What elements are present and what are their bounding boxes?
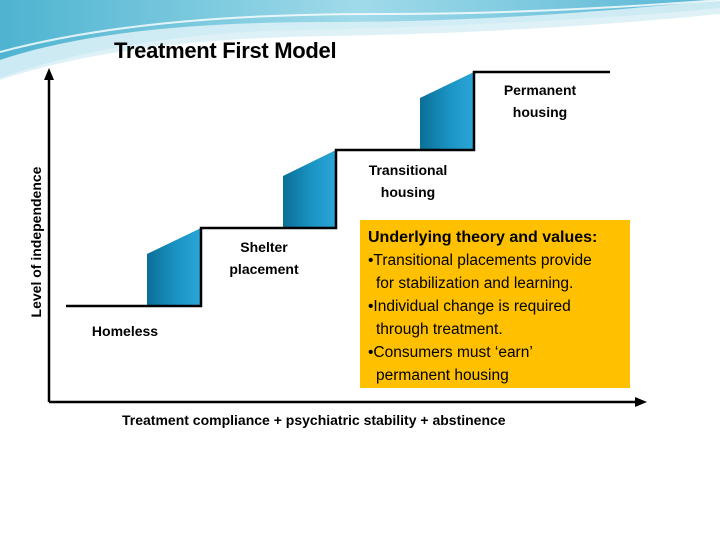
x-axis-arrowhead	[635, 397, 647, 407]
step-riser-2	[283, 150, 336, 228]
theory-heading: Underlying theory and values:	[368, 229, 598, 246]
x-axis-label: Treatment compliance + psychiatric stabi…	[122, 412, 506, 428]
slide-title: Treatment First Model	[114, 38, 337, 63]
y-axis-label: Level of independence	[28, 166, 44, 318]
step-riser-1	[147, 228, 201, 306]
step-label-homeless: Homeless	[91, 323, 159, 339]
theory-bullet: •Transitional placements provide for sta…	[368, 252, 592, 292]
staircase-line	[66, 70, 610, 308]
theory-box: Underlying theory and values: •Transitio…	[360, 220, 630, 388]
step-riser-3	[420, 72, 474, 150]
theory-bullet: •Individual change is required through t…	[368, 298, 571, 338]
header-wave-decoration	[0, 0, 720, 80]
y-axis-arrowhead	[44, 68, 54, 80]
theory-bullet: •Consumers must ‘earn’ permanent housing	[368, 344, 533, 384]
